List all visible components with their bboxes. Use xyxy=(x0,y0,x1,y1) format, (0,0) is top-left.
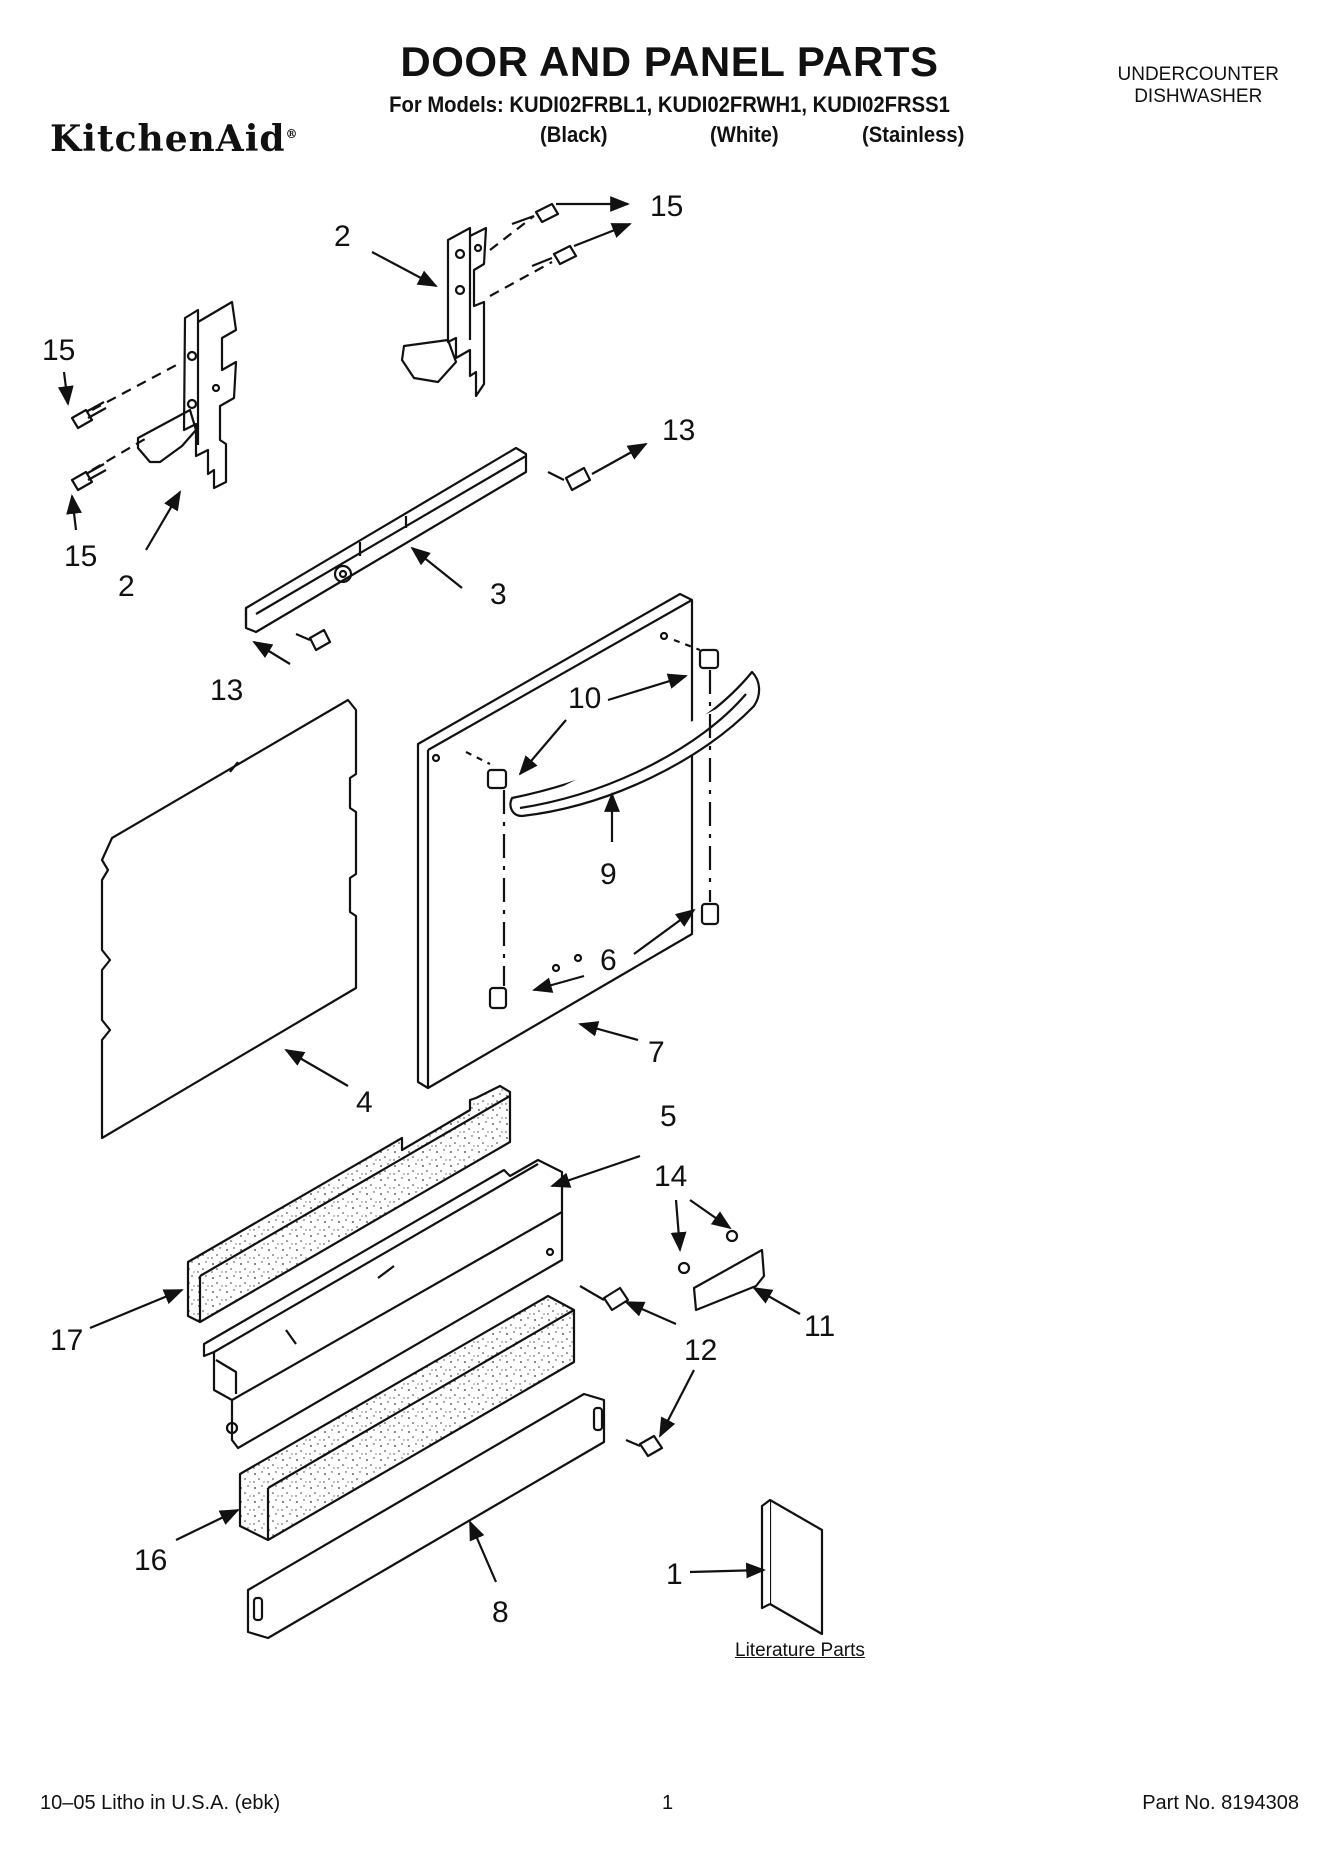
brand-logo: KitchenAid® xyxy=(50,118,299,160)
callout-15b: 15 xyxy=(42,334,75,367)
model-list: For Models: KUDI02FRBL1, KUDI02FRWH1, KU… xyxy=(389,92,950,117)
callout-17: 17 xyxy=(50,1324,83,1357)
callout-8: 8 xyxy=(492,1596,509,1629)
callout-15c: 15 xyxy=(64,540,97,573)
callout-3: 3 xyxy=(490,578,507,611)
callout-14: 14 xyxy=(654,1160,687,1193)
callout-5: 5 xyxy=(660,1100,677,1133)
leader-arrows xyxy=(57,196,801,1583)
callout-9: 9 xyxy=(600,858,617,891)
callout-10: 10 xyxy=(568,682,601,715)
callout-15a: 15 xyxy=(650,190,683,223)
screws-13 xyxy=(295,466,592,652)
part-17-foam-strip xyxy=(186,1084,512,1324)
callout-2a: 2 xyxy=(334,220,351,253)
part-11-clip xyxy=(677,1229,766,1312)
color-stainless: (Stainless) xyxy=(862,122,965,147)
part-2-right-bracket xyxy=(400,226,488,398)
page-title: DOOR AND PANEL PARTS xyxy=(400,38,939,85)
color-black: (Black) xyxy=(540,122,608,147)
color-white: (White) xyxy=(710,122,779,147)
part-4-inner-panel xyxy=(100,698,358,1140)
callout-1: 1 xyxy=(666,1558,683,1591)
part-1-literature xyxy=(760,1498,824,1636)
appliance-type: UNDERCOUNTER DISHWASHER xyxy=(1117,64,1280,107)
screws-15 xyxy=(70,202,578,492)
footer-litho: 10–05 Litho in U.S.A. (ebk) xyxy=(40,1792,281,1814)
callout-13b: 13 xyxy=(210,674,243,707)
part-10-standoffs xyxy=(486,648,720,1010)
callout-7: 7 xyxy=(648,1036,665,1069)
part-7-door-panel xyxy=(416,592,694,1090)
literature-parts-label: Literature Parts xyxy=(735,1640,865,1661)
part-8-kick-plate xyxy=(246,1392,606,1640)
callout-11: 11 xyxy=(804,1310,835,1343)
part-16-foam-block xyxy=(238,1294,576,1542)
footer-part-number: Part No. 8194308 xyxy=(1142,1792,1299,1814)
part-3-top-rail xyxy=(244,446,528,634)
callout-12: 12 xyxy=(684,1334,717,1367)
part-5-toe-channel xyxy=(202,1158,564,1450)
callout-16: 16 xyxy=(134,1544,167,1577)
callout-2b: 2 xyxy=(118,570,135,603)
footer-page-number: 1 xyxy=(662,1792,674,1814)
callout-13a: 13 xyxy=(662,414,695,447)
callout-4: 4 xyxy=(356,1086,373,1119)
screws-12 xyxy=(579,1285,664,1458)
callout-labels: 15 2 15 15 2 13 3 13 10 9 6 7 4 5 14 11 … xyxy=(42,190,835,1629)
part-9-handle xyxy=(509,670,761,818)
callout-6: 6 xyxy=(600,944,617,977)
part-2-left-bracket xyxy=(136,300,238,490)
